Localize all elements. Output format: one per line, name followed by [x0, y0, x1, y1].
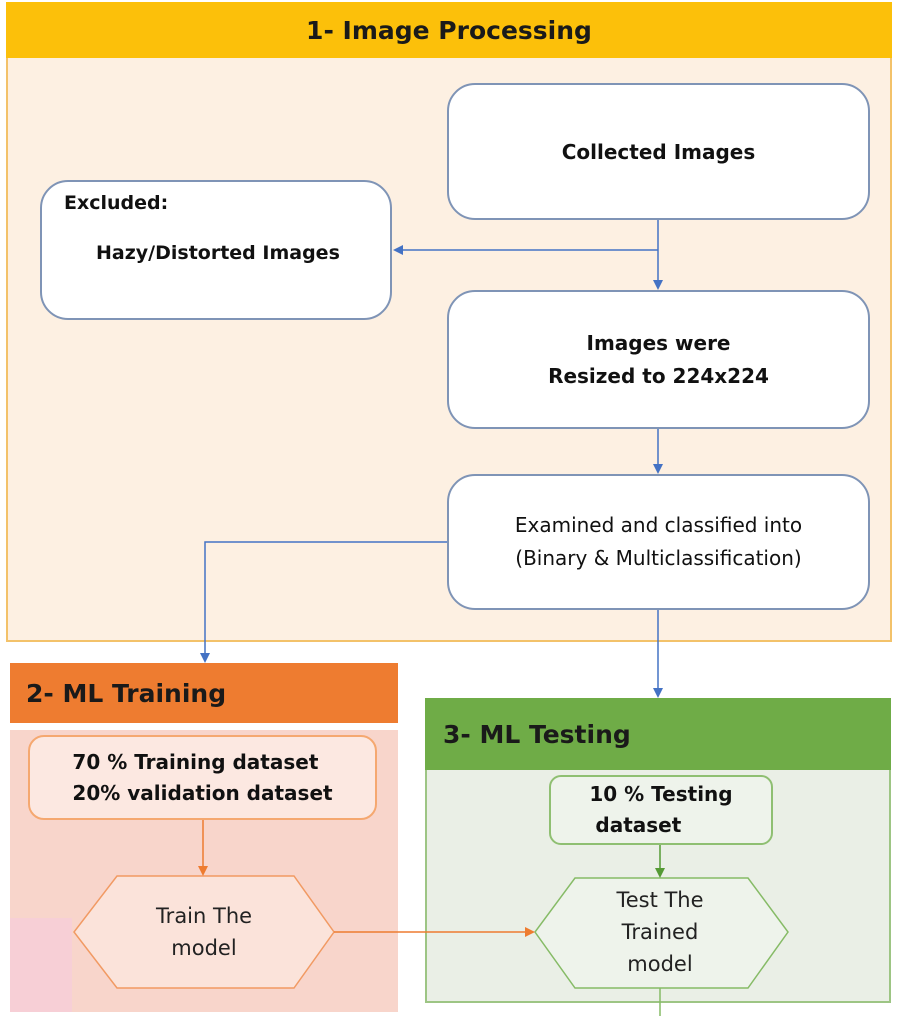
excluded-label: Hazy/Distorted Images [96, 242, 340, 264]
collected-images-label: Collected Images [561, 139, 756, 164]
resized-images-box: Images were Resized to 224x224 [447, 290, 870, 429]
image-processing-header: 1- Image Processing [6, 2, 892, 58]
examined-classified-box: Examined and classified into (Binary & M… [447, 474, 870, 610]
test-model-line-2: Trained [621, 920, 699, 944]
ml-training-header: 2- ML Training [10, 663, 398, 723]
test-model-line-1: Test The [616, 888, 704, 912]
excluded-heading: Excluded: [64, 192, 169, 214]
train-model-line-1: Train The [155, 904, 253, 928]
train-model-line-2: model [171, 936, 237, 960]
resized-line-1: Images were [586, 330, 731, 355]
test-model-hexagon [534, 877, 789, 989]
training-split-line-1: 70 % Training dataset [72, 749, 319, 774]
excluded-box: Excluded: Hazy/Distorted Images [40, 180, 392, 320]
examined-line-1: Examined and classified into [514, 513, 803, 537]
examined-line-2: (Binary & Multiclassification) [515, 546, 802, 570]
training-split-line-2: 20% validation dataset [72, 780, 333, 805]
test-model-line-3: model [627, 952, 693, 976]
train-model-hexagon [73, 875, 335, 989]
train-model-label: Train The model [104, 900, 304, 964]
resized-line-2: Resized to 224x224 [548, 363, 769, 388]
ml-training-title: 2- ML Training [26, 678, 227, 708]
training-split-box: 70 % Training dataset 20% validation dat… [28, 735, 377, 820]
arrow-examined-to-training [200, 541, 447, 663]
ml-testing-header: 3- ML Testing [425, 698, 891, 770]
ml-testing-title: 3- ML Testing [443, 719, 631, 749]
image-processing-title: 1- Image Processing [306, 15, 592, 45]
ml-training-pink-patch [10, 918, 72, 1012]
test-model-label: Test The Trained model [560, 884, 760, 980]
testing-split-line-2: dataset [595, 813, 682, 837]
testing-split-box: 10 % Testing dataset [549, 775, 773, 845]
collected-images-box: Collected Images [447, 83, 870, 220]
testing-split-line-1: 10 % Testing [589, 782, 733, 806]
